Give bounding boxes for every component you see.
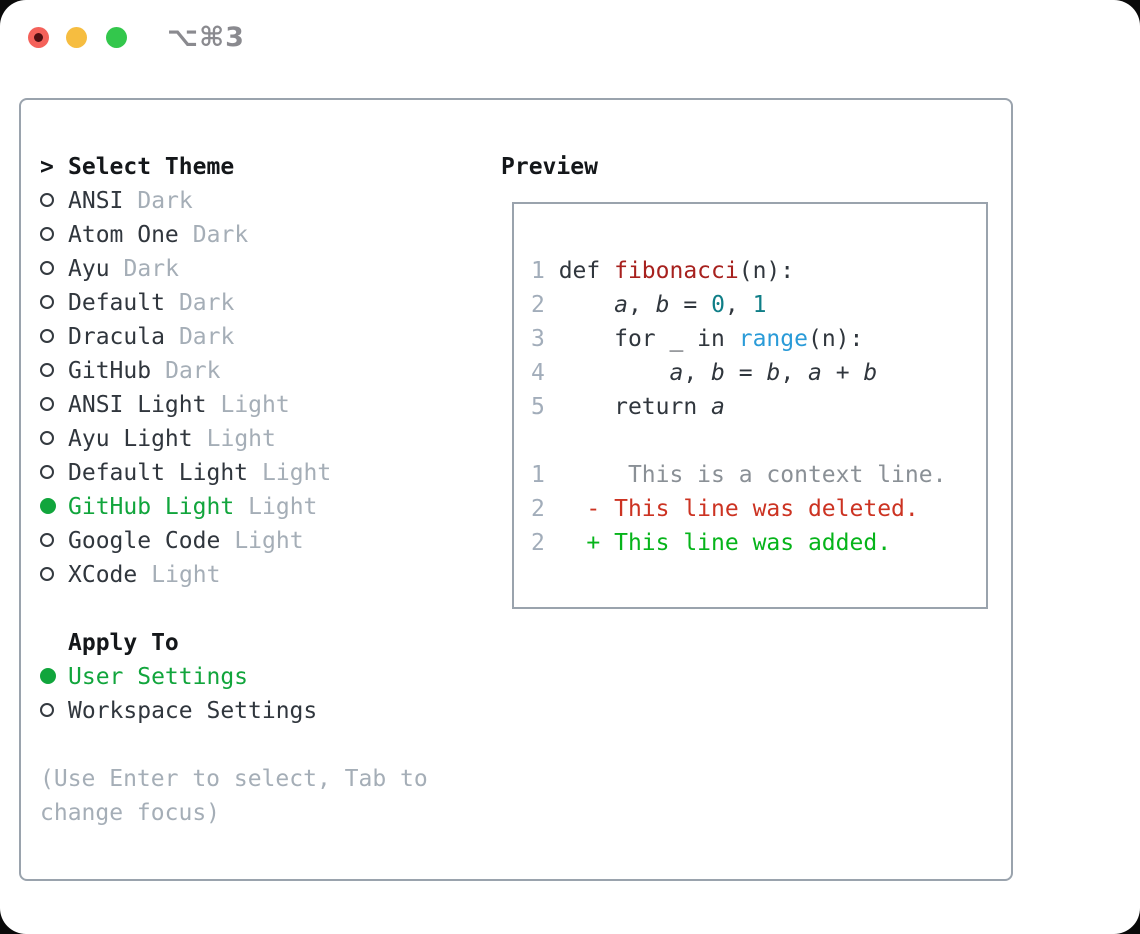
radio-unselected-icon [40, 396, 54, 411]
apply-option-workspace-settings[interactable]: Workspace Settings [40, 694, 317, 728]
radio-unselected-icon [40, 328, 54, 343]
variable-token: b [863, 360, 878, 386]
line-number: 2 [531, 292, 545, 318]
footer-hint: (Use Enter to select, Tab to change focu… [40, 762, 428, 830]
line-number: 3 [531, 326, 545, 352]
zoom-button[interactable] [106, 27, 127, 48]
line-number: 1 [531, 258, 545, 284]
footer-hint-line1: (Use Enter to select, Tab to [40, 766, 428, 792]
radio-unselected-icon [40, 566, 54, 581]
radio-unselected-icon [40, 260, 54, 275]
builtin-token: range [738, 326, 808, 352]
radio-selected-icon [40, 667, 56, 684]
line-number: 1 [531, 462, 545, 488]
code-line-3: 3 for _ in range(n): [531, 326, 864, 352]
radio-unselected-icon [40, 192, 54, 207]
variable-token: a [614, 292, 628, 318]
select-theme-title: Select Theme [68, 154, 235, 180]
footer-hint-line2: change focus) [40, 800, 221, 826]
apply-to-group: Apply To User Settings Workspace Setting… [40, 626, 317, 728]
minimize-button[interactable] [66, 27, 87, 48]
line-number: 2 [531, 496, 545, 522]
window-shortcut-label: ⌥⌘3 [167, 22, 245, 53]
apply-to-header: Apply To [40, 626, 317, 660]
radio-unselected-icon [40, 532, 54, 547]
diff-line-context: 1 This is a context line. [531, 462, 947, 488]
diff-line-added: 2 + This line was added. [531, 530, 892, 556]
variable-token: a [808, 360, 822, 386]
number-token: 0 [711, 292, 725, 318]
prompt-icon: > [40, 154, 54, 180]
radio-unselected-icon [40, 464, 54, 479]
radio-unselected-icon [40, 294, 54, 309]
code-line-4: 4 a, b = b, a + b [531, 360, 878, 386]
radio-unselected-icon [40, 362, 54, 377]
select-theme-header: > Select Theme [40, 150, 331, 184]
variable-token: b [655, 292, 670, 318]
radio-unselected-icon [40, 430, 54, 445]
blank-line [531, 424, 986, 458]
function-name-token: fibonacci [614, 258, 739, 284]
apply-to-title: Apply To [68, 630, 179, 656]
code-line-5: 5 return a [531, 394, 725, 420]
titlebar: ⌥⌘3 [0, 0, 1140, 74]
line-number: 5 [531, 394, 545, 420]
variable-token: b [711, 360, 725, 386]
diff-line-deleted: 2 - This line was deleted. [531, 496, 919, 522]
apply-option-user-settings[interactable]: User Settings [40, 660, 317, 694]
radio-unselected-icon [40, 702, 54, 717]
variable-token: a [669, 360, 684, 386]
preview-title: Preview [501, 154, 598, 180]
code-line-2: 2 a, b = 0, 1 [531, 292, 767, 318]
variable-token: a [711, 394, 725, 420]
line-number: 4 [531, 360, 545, 386]
number-token: 1 [752, 292, 767, 318]
close-button[interactable] [28, 27, 49, 48]
variable-token: b [766, 360, 781, 386]
line-number: 2 [531, 530, 545, 556]
radio-unselected-icon [40, 226, 54, 241]
radio-selected-icon [40, 497, 56, 514]
